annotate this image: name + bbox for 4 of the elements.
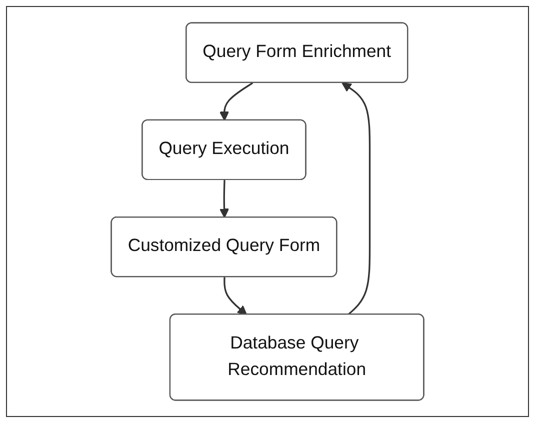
arrow bbox=[219, 180, 230, 218]
arrow bbox=[224, 277, 248, 316]
arrow bbox=[342, 82, 371, 316]
arrow bbox=[219, 82, 254, 121]
